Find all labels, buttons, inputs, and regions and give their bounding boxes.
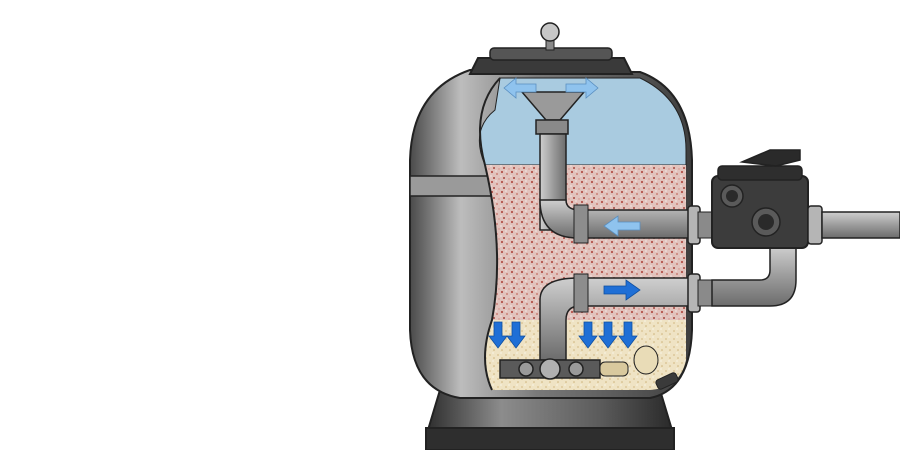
multiport-valve xyxy=(711,149,900,307)
arrow-right-icon xyxy=(603,279,641,301)
bottom-collector xyxy=(499,345,679,390)
arrow-right-icon xyxy=(565,77,599,99)
flow-arrows xyxy=(488,77,641,349)
arrow-down-icon xyxy=(578,321,598,349)
air-release-knob-icon xyxy=(540,22,560,42)
lower-pipe xyxy=(539,273,691,361)
arrow-down-icon xyxy=(598,321,618,349)
drain-screen-icon xyxy=(633,345,659,375)
arrow-down-icon xyxy=(506,321,526,349)
arrow-left-icon xyxy=(503,77,537,99)
tank-lid xyxy=(468,22,634,75)
arrow-down-icon xyxy=(618,321,638,349)
tank-fittings xyxy=(687,205,713,313)
arrow-left-icon xyxy=(603,215,641,237)
valve-handle-icon xyxy=(739,149,801,167)
arrow-down-icon xyxy=(488,321,508,349)
